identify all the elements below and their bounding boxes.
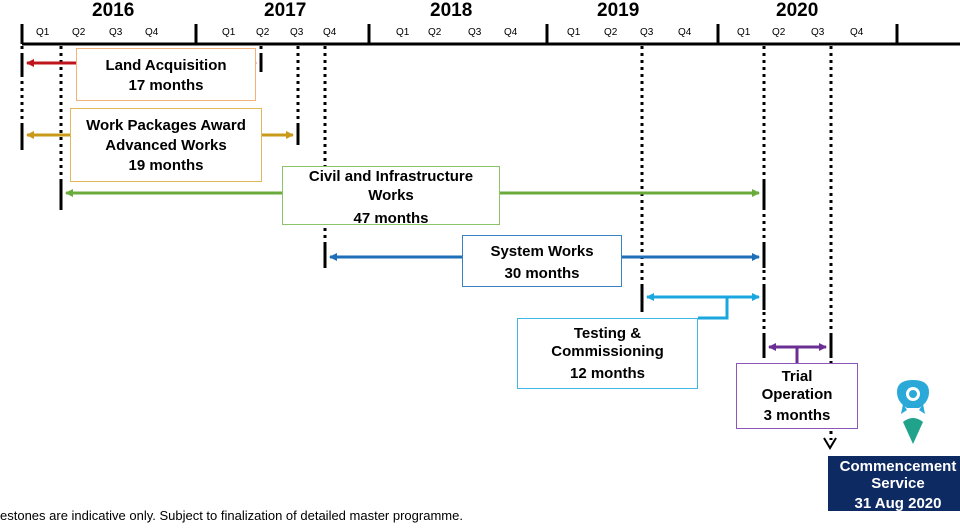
quarter-label: Q2: [72, 27, 86, 38]
testing-commissioning-box: Testing & Commissioning 12 months: [517, 318, 698, 389]
rocket-icon: [897, 380, 929, 444]
phase-title: Operation: [761, 386, 833, 403]
phase-title: Land Acquisition: [105, 57, 227, 74]
phase-title: Commissioning: [551, 343, 664, 360]
trial-operation-box: Trial Operation 3 months: [736, 363, 858, 429]
year-label-2019: 2019: [597, 0, 640, 21]
quarter-label: Q2: [256, 27, 270, 38]
quarter-label: Q1: [737, 27, 751, 38]
quarter-label: Q2: [604, 27, 618, 38]
chevron-down-icon: [823, 437, 837, 450]
quarter-label: Q1: [396, 27, 410, 38]
land-acquisition-box: Land Acquisition 17 months: [76, 48, 256, 101]
quarter-label: Q3: [109, 27, 123, 38]
quarter-label: Q3: [811, 27, 825, 38]
quarter-label: Q3: [468, 27, 482, 38]
commencement-service-box: Commencement Service 31 Aug 2020: [828, 456, 960, 511]
service-title: Service: [871, 475, 925, 492]
phase-duration: 47 months: [353, 210, 429, 227]
civil-infrastructure-box: Civil and Infrastructure Works 47 months: [282, 166, 500, 227]
quarter-label: Q3: [640, 27, 654, 38]
quarter-label: Q4: [323, 27, 337, 38]
phase-duration: 17 months: [128, 77, 204, 94]
phase-title: Civil and Infrastructure: [308, 168, 474, 185]
phase-title: Advanced Works: [105, 137, 227, 154]
phase-duration: 12 months: [569, 365, 645, 382]
phase-title: Trial: [781, 368, 813, 385]
system-works-box: System Works 30 months: [462, 235, 622, 287]
quarter-label: Q1: [222, 27, 236, 38]
phase-duration: 19 months: [128, 157, 204, 174]
footnote: estones are indicative only. Subject to …: [0, 508, 463, 523]
quarter-label: Q2: [428, 27, 442, 38]
year-label-2016: 2016: [92, 0, 135, 21]
service-date: 31 Aug 2020: [854, 495, 942, 511]
phase-title: System Works: [490, 243, 594, 260]
phase-title: Works: [368, 187, 414, 204]
phase-title: Testing &: [573, 325, 642, 342]
quarter-label: Q4: [850, 27, 864, 38]
quarter-label: Q1: [36, 27, 50, 38]
quarter-label: Q3: [290, 27, 304, 38]
quarter-label: Q1: [567, 27, 581, 38]
quarter-label: Q4: [504, 27, 518, 38]
year-label-2017: 2017: [264, 0, 307, 21]
year-label-2018: 2018: [430, 0, 473, 21]
phase-duration: 30 months: [504, 265, 580, 282]
year-label-2020: 2020: [776, 0, 819, 21]
phase-duration: 3 months: [763, 407, 831, 424]
quarter-label: Q4: [678, 27, 692, 38]
service-title: Commencement: [839, 458, 957, 475]
phase-title: Work Packages Award: [86, 117, 246, 134]
work-packages-award-box: Work Packages Award Advanced Works 19 mo…: [70, 108, 262, 182]
quarter-label: Q2: [772, 27, 786, 38]
quarter-label: Q4: [145, 27, 159, 38]
testing-connector: [698, 297, 729, 320]
